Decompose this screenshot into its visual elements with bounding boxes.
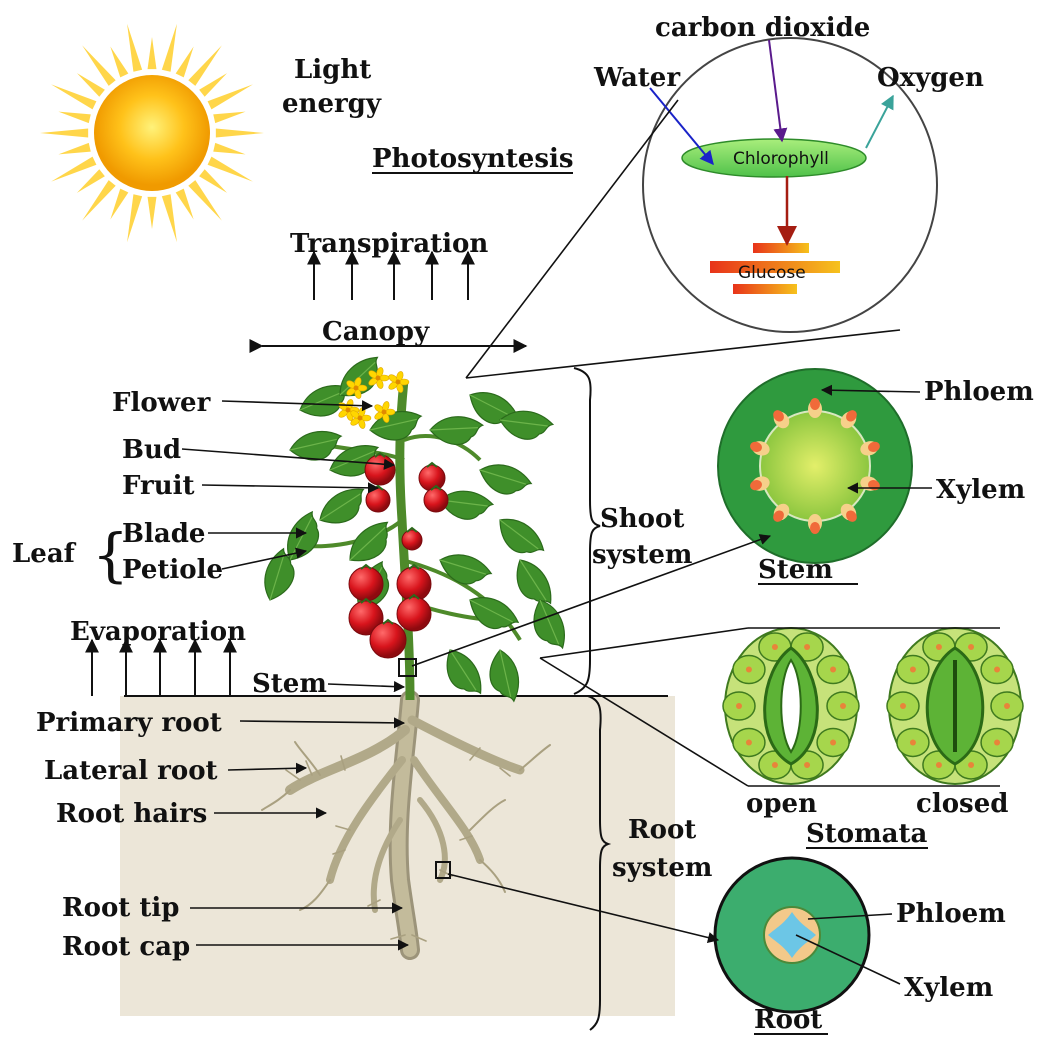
leaf <box>437 643 487 703</box>
sun-ray <box>40 129 88 138</box>
oxygen-label: Oxygen <box>877 63 984 93</box>
leaf <box>491 510 549 565</box>
leaf <box>507 553 557 613</box>
stomata-open <box>723 628 859 784</box>
tomato-fruit <box>370 622 406 658</box>
sun-ray <box>208 157 253 182</box>
leaf <box>526 595 570 654</box>
shoot-system-brace <box>574 368 600 694</box>
stomata-title: Stomata <box>806 819 927 849</box>
lateral-root-label: Lateral root <box>44 756 218 786</box>
sun-ray <box>162 194 177 242</box>
sun-ray <box>148 37 157 69</box>
photosynthesis-label: Photosyntesis <box>372 144 574 174</box>
glucose-bar <box>753 243 809 253</box>
sun-ray <box>199 73 227 97</box>
sun-ray <box>127 24 142 72</box>
light-energy-label-line2: energy <box>282 89 382 119</box>
sun-ray <box>208 84 253 109</box>
carbon-dioxide-label: carbon dioxide <box>655 13 870 43</box>
leaf <box>475 458 534 502</box>
tomato-fruit <box>349 567 383 601</box>
stomata-closed-label: closed <box>916 789 1008 819</box>
sun-ray <box>77 169 105 193</box>
water-label: Water <box>593 63 680 93</box>
shoot-system-label-line1: Shoot <box>600 504 684 534</box>
sun-ray <box>127 194 142 242</box>
stem-xylem-label: Xylem <box>936 475 1025 505</box>
stem-phloem-label: Phloem <box>924 377 1034 407</box>
sun-ray <box>58 112 90 124</box>
flower-label: Flower <box>112 388 211 418</box>
leaf <box>430 417 483 445</box>
sun-ray <box>199 169 227 193</box>
stomata-closed <box>887 628 1023 784</box>
stem-title: Stem <box>758 555 833 585</box>
root-system-label-line1: Root <box>628 815 696 845</box>
evaporation-arrows <box>92 640 230 696</box>
tomato-fruit <box>419 465 445 491</box>
tomato-fruit <box>397 597 431 631</box>
sun-ray <box>110 189 128 220</box>
sun-ray <box>213 112 245 124</box>
evaporation-label: Evaporation <box>70 617 246 647</box>
fruit-label: Fruit <box>122 471 195 501</box>
root-title: Root <box>754 1005 822 1035</box>
stomata-open-label: open <box>746 789 817 819</box>
stem-pointer <box>328 684 404 687</box>
tomato-fruit <box>365 455 395 485</box>
shoot-system-label-line2: system <box>592 540 692 570</box>
sun-ray <box>176 47 194 78</box>
root-xylem-label: Xylem <box>904 973 993 1003</box>
glucose-bar <box>733 284 797 294</box>
glucose-label: Glucose <box>738 263 806 283</box>
root-phloem-label: Phloem <box>896 899 1006 929</box>
canopy-label: Canopy <box>322 317 430 347</box>
sun-ray <box>176 189 194 220</box>
fruit-pointer <box>202 485 378 488</box>
root-system-label-line2: system <box>612 853 712 883</box>
blade-label: Blade <box>122 519 205 549</box>
tomato-fruit <box>424 488 448 512</box>
primary-root-label: Primary root <box>36 708 222 738</box>
tomato-fruit <box>366 488 390 512</box>
sun-ray <box>51 157 96 182</box>
sun-ray <box>58 143 90 155</box>
zoom-line <box>466 100 678 378</box>
sun-ray <box>162 24 177 72</box>
sun-ray <box>77 73 105 97</box>
transpiration-label: Transpiration <box>290 229 488 259</box>
sun-ray <box>148 197 157 229</box>
petiole-label: Petiole <box>122 555 223 585</box>
light-energy-label-line1: Light <box>294 55 371 85</box>
sun-ray <box>51 84 96 109</box>
stem-label: Stem <box>252 669 327 699</box>
sun-icon <box>40 24 264 242</box>
root-cap-label: Root cap <box>62 932 190 962</box>
stem-cross-section <box>718 369 912 563</box>
sun-ray <box>213 143 245 155</box>
root-tip-label: Root tip <box>62 893 179 923</box>
leaf-label: Leaf <box>12 539 77 569</box>
leaf <box>313 482 373 532</box>
transpiration-arrows <box>314 252 468 300</box>
bud-label: Bud <box>122 435 181 465</box>
petiole-pointer <box>222 551 306 569</box>
stomata-zoom-line <box>540 628 748 658</box>
tomato-fruit <box>402 530 422 550</box>
chlorophyll-label: Chlorophyll <box>733 149 829 169</box>
root-cross-section <box>715 858 869 1012</box>
sun-ray <box>216 129 264 138</box>
sun-ray <box>110 47 128 78</box>
root-hairs-label: Root hairs <box>56 799 207 829</box>
